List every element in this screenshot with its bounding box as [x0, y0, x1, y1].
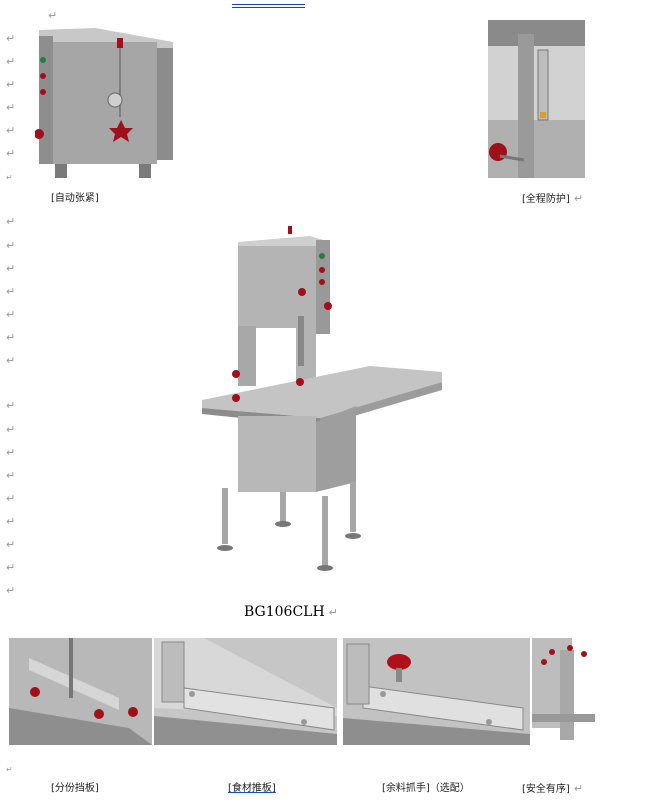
paragraph-mark: ↵ — [6, 354, 16, 367]
paragraph-mark: ↵ — [6, 215, 16, 228]
paragraph-mark: ↵ — [6, 765, 13, 774]
caption-line-safety: [安全有序] ↵ — [522, 783, 583, 796]
paragraph-mark: ↵ — [48, 9, 58, 22]
paragraph-mark: ↵ — [6, 446, 16, 459]
top-link-underline — [232, 4, 305, 8]
caption-safety: [安全有序] — [522, 784, 570, 795]
paragraph-mark: ↵ — [6, 147, 16, 160]
paragraph-mark: ↵ — [6, 399, 16, 412]
scrap-gripper-photo — [343, 638, 530, 745]
food-pusher-photo — [154, 638, 337, 745]
model-title-line: BG106CLH ↵ — [244, 604, 338, 620]
paragraph-mark: ↵ — [6, 492, 16, 505]
paragraph-mark: ↵ — [6, 561, 16, 574]
caption-food-pusher: [食材推板] — [228, 783, 276, 794]
caption-line-full-guard: [全程防护] ↵ — [522, 193, 583, 206]
paragraph-mark: ↵ — [6, 538, 16, 551]
paragraph-mark: ↵ — [6, 78, 16, 91]
paragraph-mark: ↵ — [6, 55, 16, 68]
paragraph-mark: ↵ — [6, 262, 16, 275]
portion-baffle-photo — [9, 638, 152, 745]
paragraph-mark: ↵ — [573, 192, 584, 205]
band-saw-main-photo — [200, 226, 442, 572]
paragraph-mark: ↵ — [6, 124, 16, 137]
paragraph-mark: ↵ — [6, 32, 16, 45]
paragraph-mark: ↵ — [6, 239, 16, 252]
paragraph-mark: ↵ — [328, 606, 338, 619]
paragraph-mark: ↵ — [573, 782, 584, 795]
paragraph-mark: ↵ — [6, 584, 16, 597]
caption-full-guard: [全程防护] — [522, 194, 570, 205]
paragraph-mark: ↵ — [6, 469, 16, 482]
safety-photo — [530, 638, 595, 745]
caption-portion-baffle: [分份挡板] — [51, 783, 99, 794]
paragraph-mark: ↵ — [6, 331, 16, 344]
paragraph-mark: ↵ — [6, 308, 16, 321]
paragraph-mark: ↵ — [6, 515, 16, 528]
full-guard-photo — [488, 20, 585, 178]
caption-scrap-gripper: [余料抓手]（选配） — [382, 783, 470, 794]
paragraph-mark: ↵ — [6, 101, 16, 114]
paragraph-mark: ↵ — [6, 285, 16, 298]
caption-auto-tension: [自动张紧] — [51, 193, 99, 204]
model-title: BG106CLH — [244, 604, 325, 620]
paragraph-mark: ↵ — [6, 173, 13, 182]
paragraph-mark: ↵ — [6, 423, 16, 436]
auto-tension-photo — [35, 22, 173, 178]
